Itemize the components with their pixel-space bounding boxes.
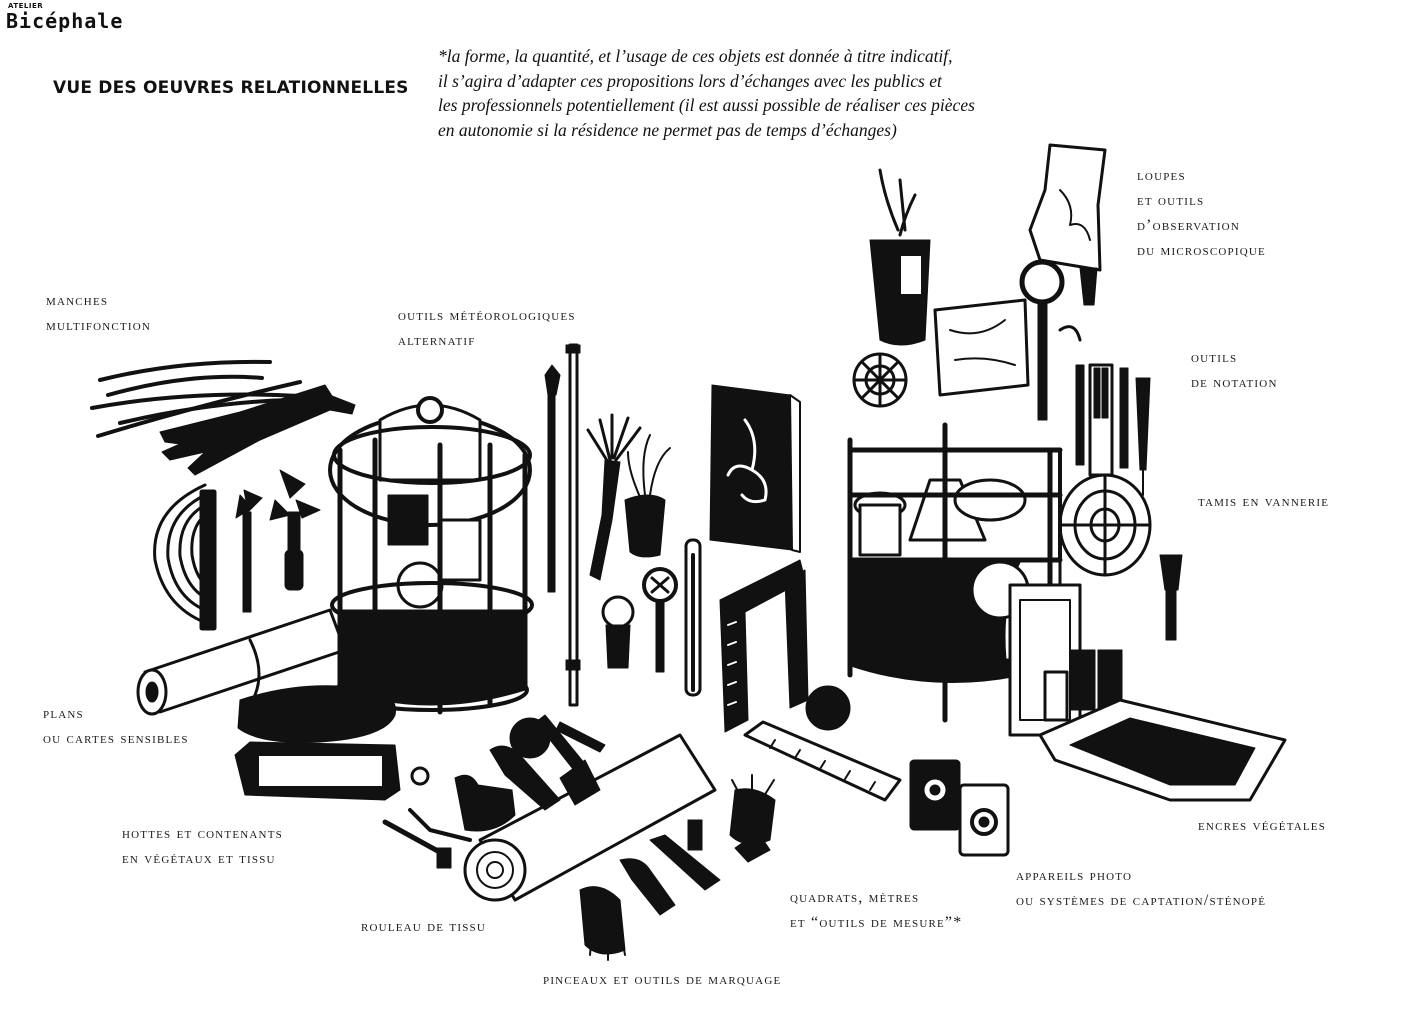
label-notation: outils de notation xyxy=(1191,345,1278,395)
brand-small-text: ATELIER xyxy=(8,2,44,10)
label-encres: encres végétales xyxy=(1198,813,1326,838)
basket-left xyxy=(328,396,534,715)
camera-1 xyxy=(909,759,961,831)
disclaimer-note: *la forme, la quantité, et l’usage de ce… xyxy=(438,44,1008,142)
brand-logo: Bicéphale xyxy=(6,9,124,33)
label-line: hottes et contenants xyxy=(122,825,283,842)
page-title: VUE DES OEUVRES RELATIONNELLES xyxy=(53,78,409,98)
label-line: pinceaux et outils de marquage xyxy=(543,971,782,988)
note-line: *la forme, la quantité, et l’usage de ce… xyxy=(438,46,953,66)
notation-tools xyxy=(1075,363,1151,496)
herbarium-book xyxy=(709,384,801,553)
note-line: les professionnels potentiellement (il e… xyxy=(438,95,975,115)
branch xyxy=(159,384,356,476)
label-line: multifonction xyxy=(46,317,152,334)
label-line: outils xyxy=(1191,349,1238,366)
woven-sieve xyxy=(1058,473,1152,577)
sensitive-map xyxy=(237,685,397,743)
map-sheet xyxy=(933,298,1030,397)
woven-disc xyxy=(852,352,908,408)
torn-map xyxy=(1028,143,1107,272)
label-line: quadrats, mètres xyxy=(790,889,920,906)
label-line: manches xyxy=(46,292,109,309)
magnifying-glass xyxy=(1019,259,1098,421)
label-line: d’observation xyxy=(1137,217,1240,234)
label-line: outils météorologiques xyxy=(398,307,576,324)
quadrat-frame xyxy=(719,559,809,733)
label-line: ou systèmes de captation/sténopé xyxy=(1016,892,1267,909)
specimen-bag xyxy=(869,168,931,346)
label-line: rouleau de tissu xyxy=(361,918,486,935)
note-line: en autonomie si la résidence ne permet p… xyxy=(438,119,897,140)
label-line: ou cartes sensibles xyxy=(43,730,189,747)
label-pinceaux: pinceaux et outils de marquage xyxy=(543,967,781,992)
label-manches: manches multifonction xyxy=(46,288,151,338)
label-line: appareils photo xyxy=(1016,867,1133,884)
label-hottes: hottes et contenants en végétaux et tiss… xyxy=(122,821,283,871)
pinwheel-tool-1 xyxy=(235,489,263,613)
label-plans: plans ou cartes sensibles xyxy=(43,701,189,751)
frame-tray xyxy=(234,741,401,801)
torch-tool xyxy=(1159,554,1183,641)
label-line: du microscopique xyxy=(1137,242,1266,259)
label-quadrats: quadrats, mètres et “outils de mesure”* xyxy=(790,885,962,935)
label-tamis: tamis en vannerie xyxy=(1198,489,1329,514)
label-line: plans xyxy=(43,705,84,722)
label-line: alternatif xyxy=(398,332,476,349)
handles-sticks xyxy=(90,359,302,438)
label-appareils: appareils photo ou systèmes de captation… xyxy=(1016,863,1266,913)
label-line: encres végétales xyxy=(1198,817,1327,834)
marking-tools xyxy=(382,714,776,961)
camera-2 xyxy=(958,783,1010,857)
label-meteo: outils météorologiques alternatif xyxy=(398,303,576,353)
fabric-roll xyxy=(463,733,717,902)
label-line: et “outils de mesure”* xyxy=(790,914,963,931)
label-rouleau: rouleau de tissu xyxy=(361,914,486,939)
label-line: et outils xyxy=(1137,192,1205,209)
weather-tools xyxy=(544,343,702,707)
pinwheel-tool-2 xyxy=(269,469,321,591)
label-line: loupes xyxy=(1137,167,1186,184)
label-line: tamis en vannerie xyxy=(1198,493,1330,510)
fruit xyxy=(805,685,851,731)
label-loupes: loupes et outils d’observation du micros… xyxy=(1137,163,1266,263)
ink-kit xyxy=(1008,583,1287,802)
label-line: de notation xyxy=(1191,374,1278,391)
note-line: il s’agira d’adapter ces propositions lo… xyxy=(438,70,942,91)
shell-scraper xyxy=(153,483,214,627)
ruler xyxy=(743,720,902,802)
label-line: en végétaux et tissu xyxy=(122,850,276,867)
